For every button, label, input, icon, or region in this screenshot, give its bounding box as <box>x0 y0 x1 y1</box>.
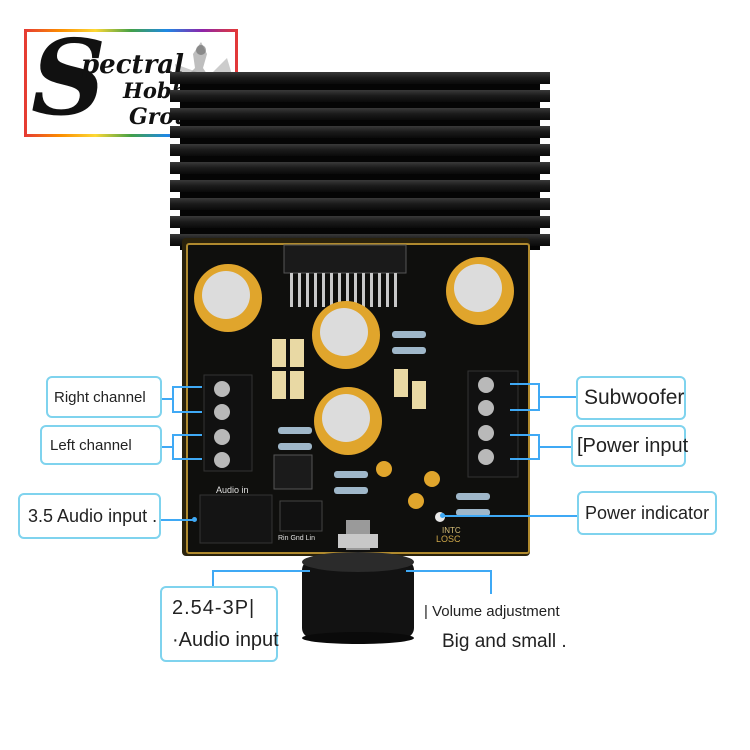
callout-power-indicator: Power indicator <box>577 491 717 535</box>
callout-subwoofer: Subwoofer <box>576 376 686 420</box>
callout-power-input: [Power input <box>571 425 689 467</box>
callout-pin-header: 2.54-3P| ·Audio input <box>160 586 279 662</box>
board-text-rin: Rin Gnd Lin <box>278 535 315 542</box>
callout-left-channel: Left channel <box>40 425 162 465</box>
logo-line-1: pectral <box>81 50 184 80</box>
board-text-intc: INTC <box>442 526 461 535</box>
callout-audio-35: 3.5 Audio input . <box>18 493 161 539</box>
volume-knob <box>302 520 414 644</box>
capacitor-lower <box>314 387 382 455</box>
capacitor-top-right <box>446 257 514 325</box>
power-input-label: [Power input <box>577 434 689 457</box>
power-indicator-label: Power indicator <box>585 502 710 523</box>
board-components: LOSC INTC Audio in Rin Gnd Lin <box>194 244 519 544</box>
volume-label-2: Big and small . <box>442 631 567 652</box>
board-text-audio-in: Audio in <box>216 485 249 495</box>
pin-header-label-1: 2.54-3P| <box>172 597 256 619</box>
callout-right-channel: Right channel <box>46 376 162 418</box>
audio-35-label: 3.5 Audio input . <box>28 505 158 526</box>
volume-label-1: | Volume adjustment <box>424 603 560 620</box>
heatsink <box>170 72 550 250</box>
logo-initial: S <box>31 16 107 139</box>
left-channel-label: Left channel <box>50 436 132 454</box>
right-channel-label: Right channel <box>54 388 146 406</box>
board-text-losc: LOSC <box>436 534 461 544</box>
capacitor-center <box>312 301 380 369</box>
callout-volume: | Volume adjustment Big and small . <box>424 594 567 660</box>
capacitor-top-left <box>194 264 262 332</box>
pin-header-label-2: ·Audio input <box>172 629 279 651</box>
subwoofer-label: Subwoofer <box>584 386 685 409</box>
